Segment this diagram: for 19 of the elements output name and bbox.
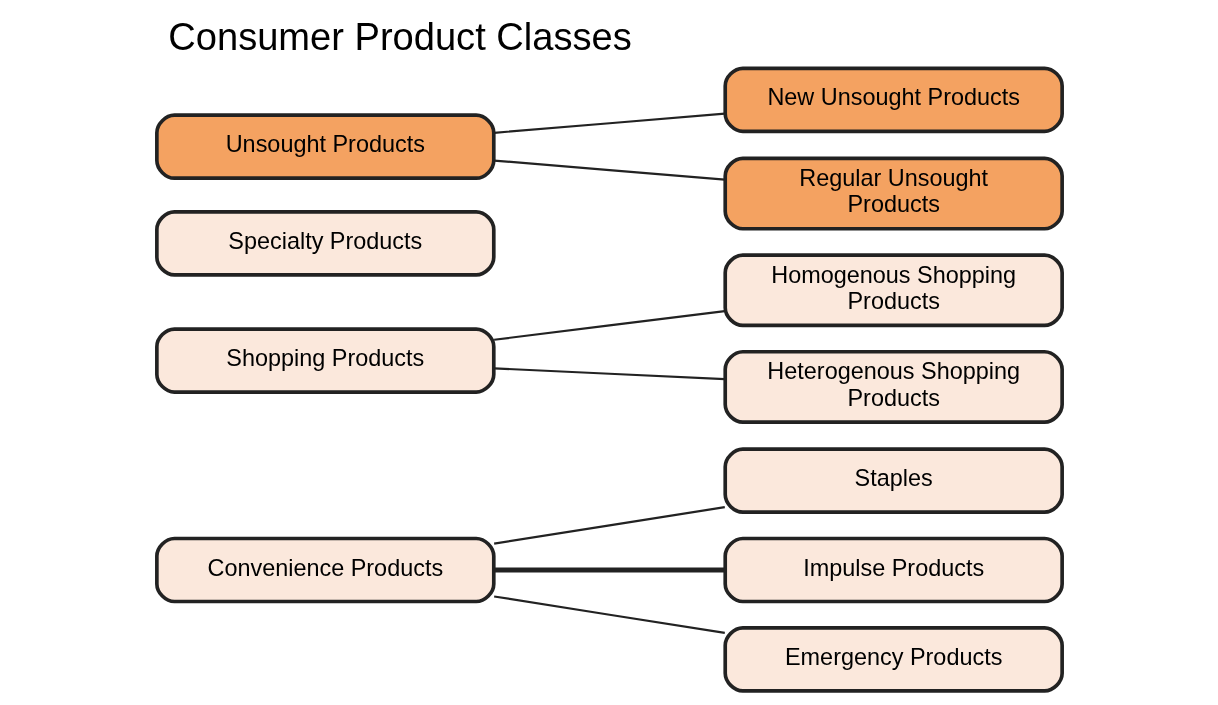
connector: [493, 567, 725, 573]
node-box: Impulse Products: [722, 536, 1064, 604]
node-box: Staples: [722, 447, 1064, 514]
node-box: Convenience Products: [154, 536, 496, 604]
connector: [493, 309, 725, 341]
node-box: Specialty Products: [154, 210, 496, 277]
connector: [493, 506, 725, 545]
node-box: Homogenous Shopping Products: [722, 253, 1064, 328]
connector: [493, 112, 725, 134]
node-box: Emergency Products: [722, 626, 1064, 693]
connector: [493, 367, 725, 381]
node-box: New Unsought Products: [722, 66, 1064, 134]
node-box: Unsought Products: [154, 113, 496, 180]
connector: [493, 595, 725, 634]
node-box: Regular Unsought Products: [722, 156, 1064, 231]
node-box: Shopping Products: [154, 327, 496, 394]
connector: [493, 159, 725, 181]
diagram-title: Consumer Product Classes: [167, 16, 632, 59]
node-box: Heterogenous Shopping Products: [722, 349, 1064, 424]
